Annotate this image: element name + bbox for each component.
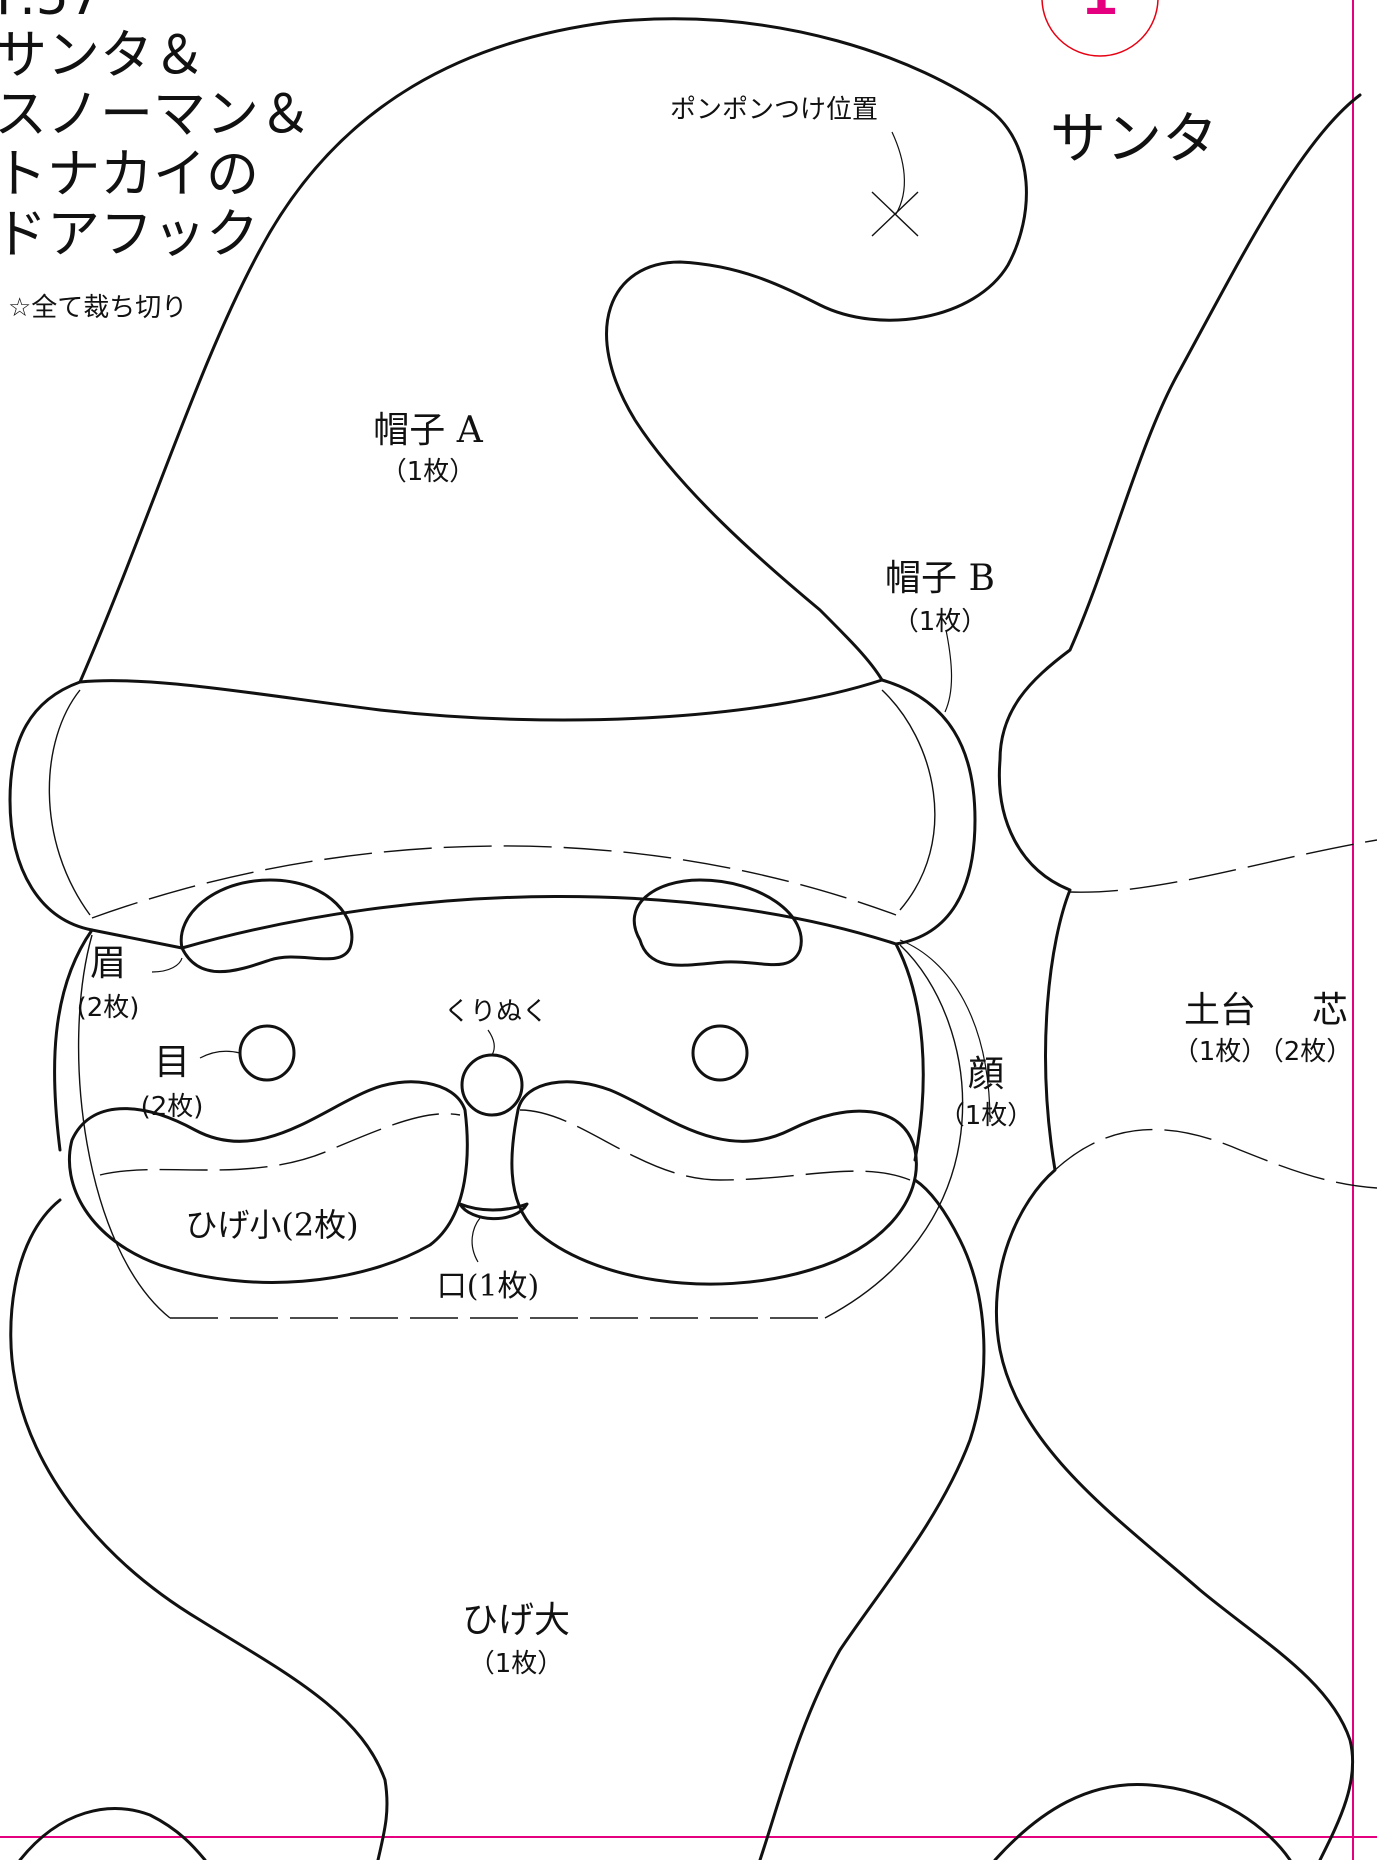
core-count: （2枚） (1258, 1037, 1353, 1067)
brow-leader (151, 957, 183, 973)
hat-a-outline (78, 17, 1028, 684)
mustache-small-stitch (99, 1109, 911, 1181)
face-leader (899, 939, 991, 1123)
pompom-leader (891, 131, 905, 215)
face-inner-line (77, 934, 964, 1319)
hat-b-outline (8, 678, 977, 950)
beard-large-count: （1枚） (469, 1649, 564, 1679)
hat-b-name: 帽子 B (885, 558, 995, 599)
hat-b-inner-right (881, 689, 936, 911)
hat-a-piece (8, 17, 1028, 950)
face-name: 顔 (968, 1054, 1004, 1095)
right-eye (691, 1024, 749, 1082)
core-name: 芯 (1312, 990, 1348, 1031)
hat-b-stitch-line (91, 845, 897, 919)
base-outline-right (995, 93, 1362, 1860)
eye-count: (2枚) (141, 1092, 204, 1122)
base-name: 土台 (1184, 990, 1256, 1031)
brow-name: 眉 (90, 943, 126, 984)
face-count: （1枚） (939, 1101, 1034, 1131)
eye-leader (199, 1050, 241, 1059)
beard-large-name: ひげ大 (462, 1600, 570, 1641)
beard-large-outline (9, 1178, 986, 1860)
pompom-mark (871, 131, 919, 237)
hat-b-leader (944, 629, 953, 713)
section-title: サンタ (1050, 107, 1218, 172)
title-line-4: ドアフック (0, 204, 259, 265)
cut-note: ☆全て裁ち切り (8, 293, 187, 323)
face-outline (53, 928, 925, 1162)
right-brow (632, 878, 803, 967)
base-stitch-lower (1054, 1128, 1377, 1189)
brow-count: (2枚) (77, 993, 140, 1023)
eye-name: 目 (154, 1042, 190, 1083)
page-badge: 1 (1041, 0, 1159, 57)
nose-cutout (460, 1053, 524, 1117)
right-mustache (510, 1080, 918, 1286)
page-number: P.57 (0, 0, 102, 27)
badge-circle (1041, 0, 1159, 57)
nose-leader (487, 1029, 495, 1056)
left-mustache (67, 1080, 469, 1284)
nose-cut-label: くりぬく (444, 997, 548, 1027)
title-line-3: トナカイの (0, 144, 259, 205)
base-stitch-upper (1069, 839, 1377, 893)
mustache-small-label: ひげ小(2枚) (185, 1206, 358, 1244)
brow-pieces (179, 878, 803, 974)
title-line-2: スノーマン＆ (0, 84, 312, 145)
mouth-piece (458, 1202, 529, 1221)
hat-b-count: （1枚） (893, 607, 988, 637)
header: P.57 サンタ＆ スノーマン＆ トナカイの ドアフック ☆全て裁ち切り (0, 0, 312, 323)
title-line-1: サンタ＆ (0, 25, 206, 86)
base-bottom-curve (993, 1782, 1292, 1860)
mustache-small-pieces (67, 1080, 918, 1286)
mouth-leader (471, 1217, 481, 1263)
mouth-label: 口(1枚) (437, 1269, 540, 1304)
hat-a-name: 帽子 A (373, 410, 483, 451)
beard-bottom-left (18, 1807, 207, 1860)
hat-b-inner-left (48, 689, 91, 916)
base-count: （1枚） (1173, 1037, 1268, 1067)
pompom-cross-b (871, 191, 919, 237)
hat-a-count: （1枚） (381, 457, 476, 487)
badge-number: 1 (1083, 0, 1116, 27)
left-brow (179, 878, 354, 974)
base-piece (993, 93, 1377, 1860)
left-eye (238, 1024, 296, 1082)
face-piece (53, 928, 964, 1319)
pompom-label: ポンポンつけ位置 (670, 95, 878, 125)
